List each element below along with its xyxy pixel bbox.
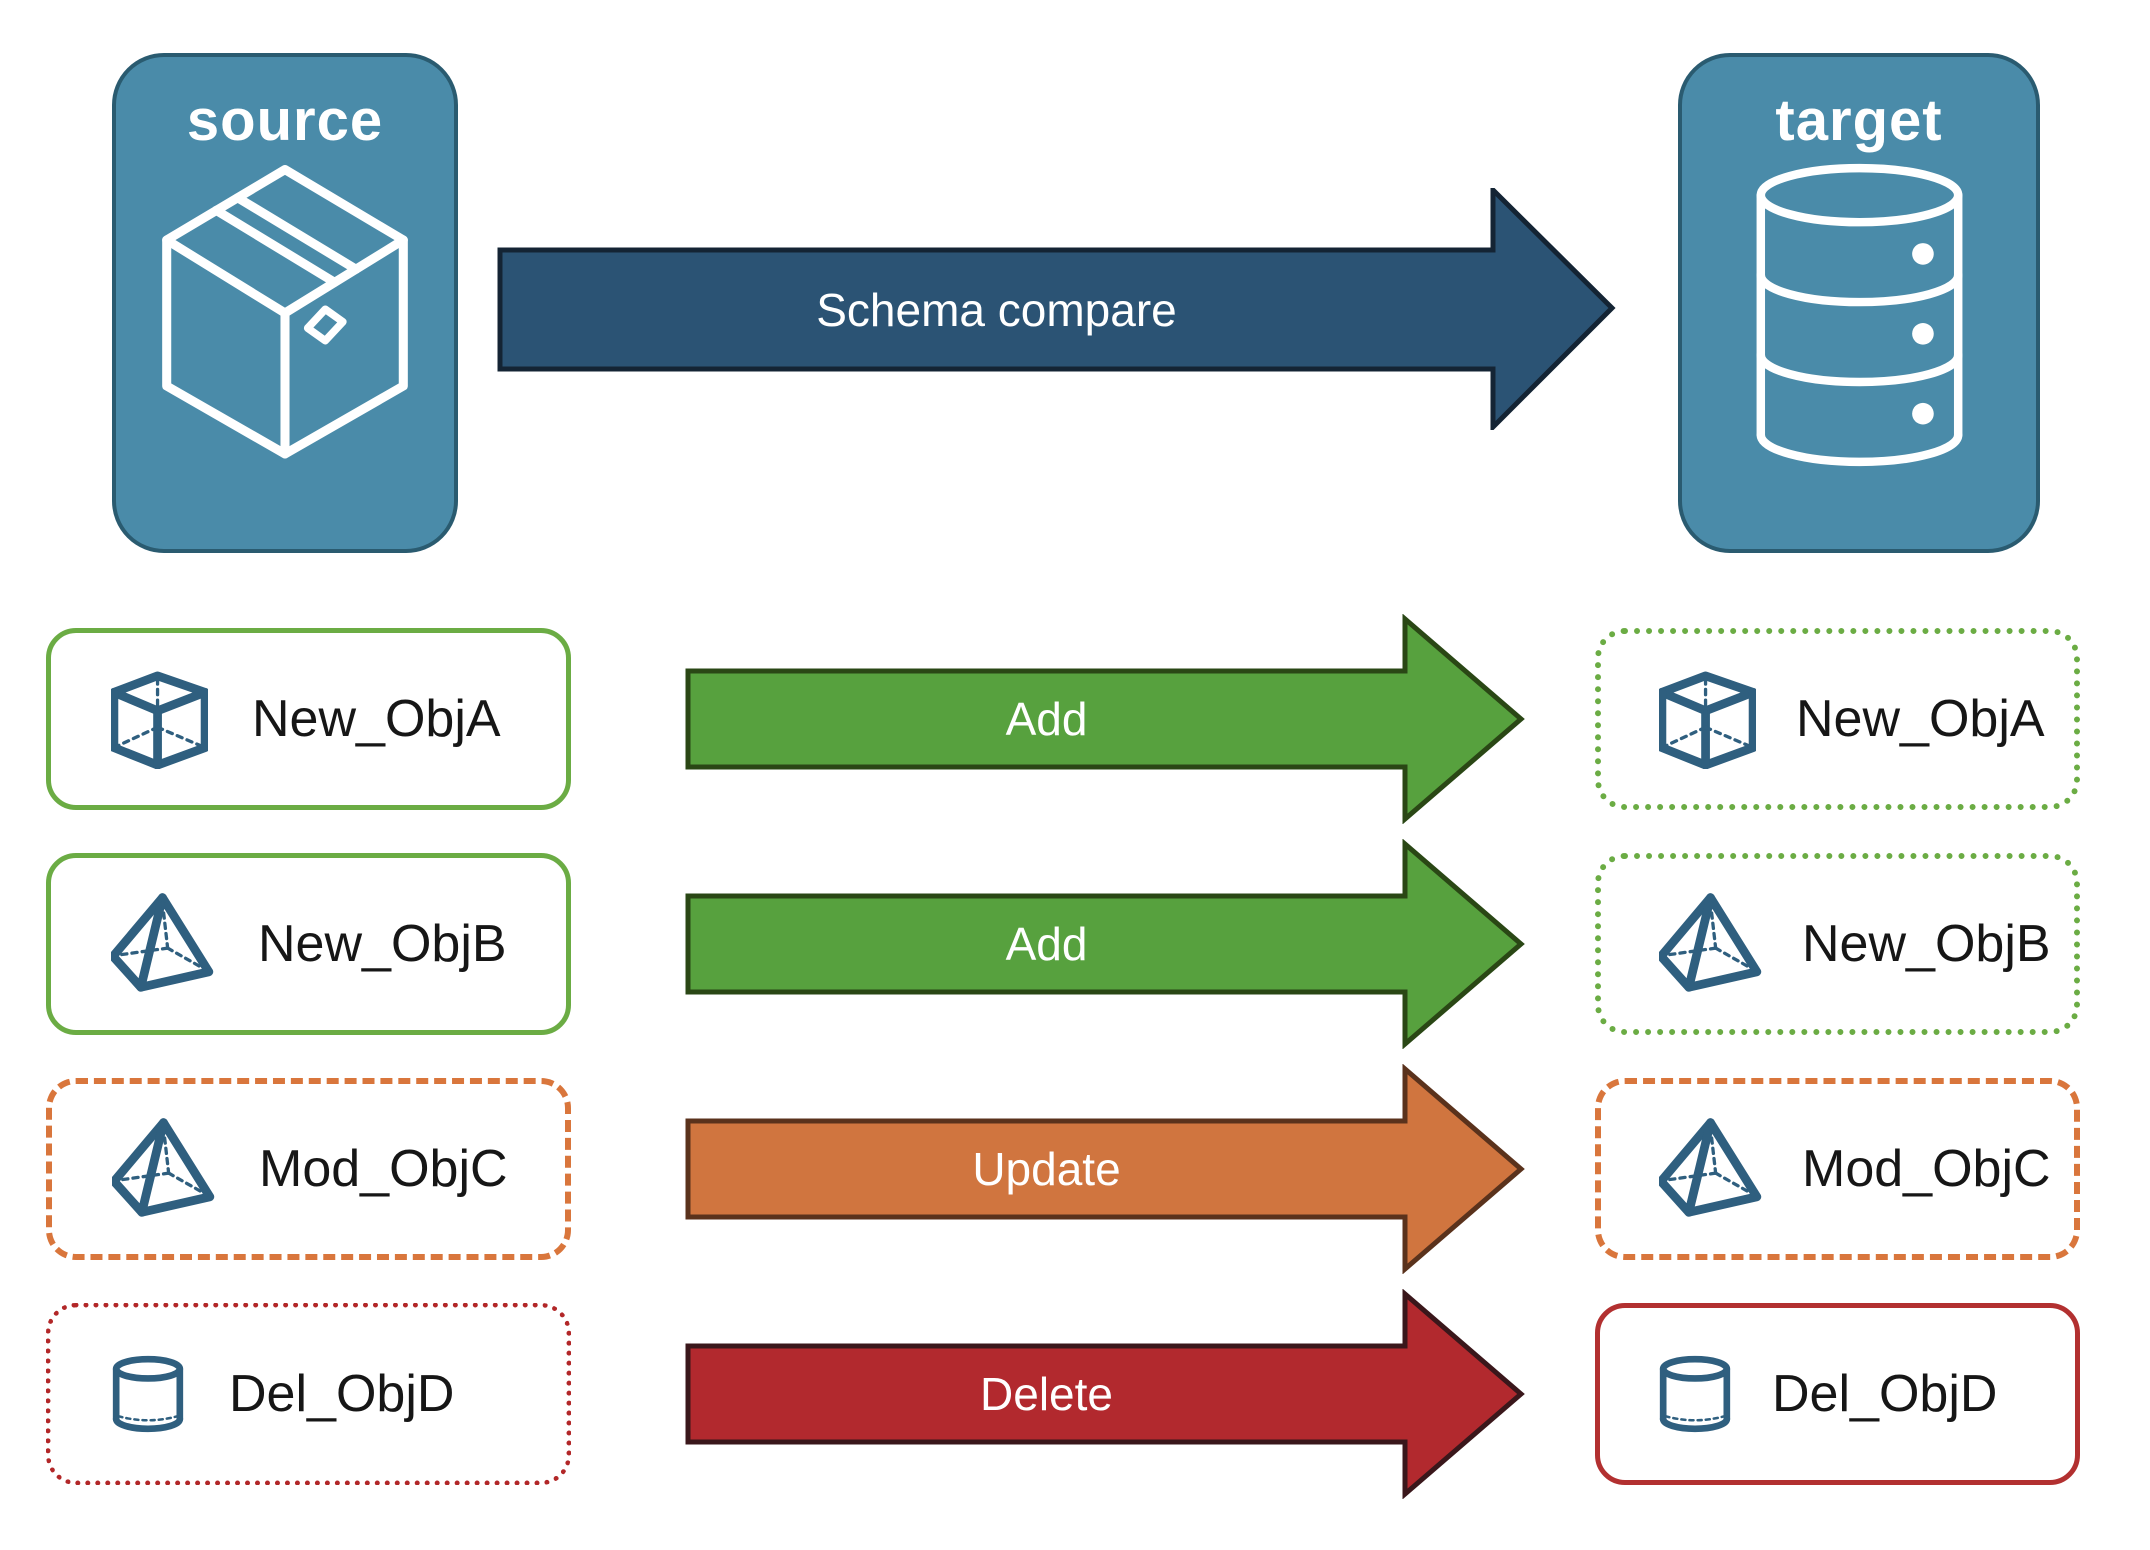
object-label: New_ObjA (1796, 690, 2045, 748)
add-arrow (685, 614, 1525, 824)
target-object-box-new-obja: New_ObjA (1595, 628, 2080, 810)
source-object-box-del-objd: Del_ObjD (46, 1303, 571, 1485)
target-object-box-del-objd: Del_ObjD (1595, 1303, 2080, 1485)
object-label: New_ObjA (252, 690, 501, 748)
object-label: Del_ObjD (229, 1365, 455, 1423)
add-arrow (685, 839, 1525, 1049)
update-arrow (685, 1064, 1525, 1274)
schema-compare-arrow (497, 188, 1616, 430)
object-label: New_ObjB (1802, 915, 2051, 973)
database-icon (1756, 163, 1962, 467)
update-arrow-label: Update (972, 1143, 1121, 1195)
pyramid-icon (112, 1118, 215, 1217)
cube-icon (1659, 670, 1756, 769)
source-title: source (186, 88, 384, 153)
delete-arrow-label: Delete (980, 1368, 1113, 1420)
pyramid-icon (111, 893, 214, 992)
source-object-box-new-objb: New_ObjB (46, 853, 571, 1035)
package-box-icon (162, 165, 408, 459)
source-object-box-new-obja: New_ObjA (46, 628, 571, 810)
source-object-box-mod-objc: Mod_ObjC (46, 1078, 571, 1260)
object-label: Mod_ObjC (259, 1140, 508, 1198)
pyramid-icon (1659, 893, 1762, 992)
object-label: Mod_ObjC (1802, 1140, 2051, 1198)
object-label: New_ObjB (258, 915, 507, 973)
cylinder-icon (1659, 1355, 1731, 1433)
add-arrow-label: Add (1005, 693, 1088, 745)
cube-icon (111, 670, 208, 769)
target-object-box-mod-objc: Mod_ObjC (1595, 1078, 2080, 1260)
cylinder-icon (112, 1355, 184, 1433)
target-object-box-new-objb: New_ObjB (1595, 853, 2080, 1035)
object-label: Del_ObjD (1772, 1365, 1998, 1423)
add-arrow-label: Add (1005, 918, 1088, 970)
target-title: target (1775, 88, 1943, 153)
source-node: source (112, 53, 458, 553)
delete-arrow (685, 1289, 1525, 1499)
target-node: target (1678, 53, 2040, 553)
pyramid-icon (1659, 1118, 1762, 1217)
schema-compare-label: Schema compare (816, 283, 1177, 336)
